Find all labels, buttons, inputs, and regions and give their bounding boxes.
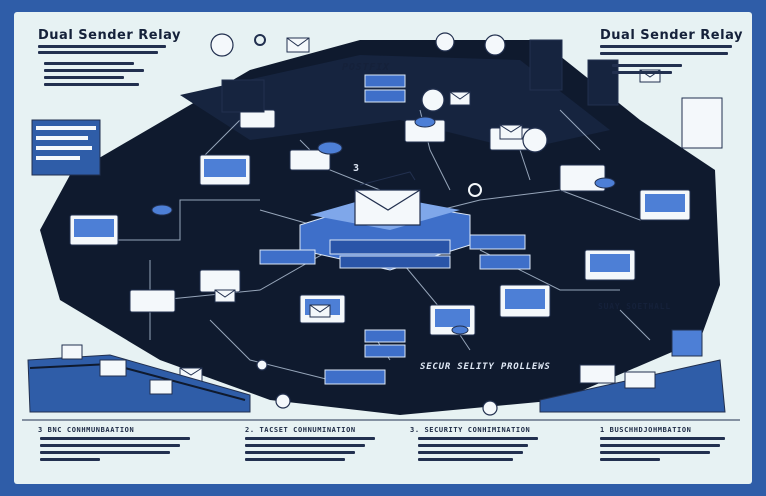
bottom-platforms — [27, 329, 726, 413]
section2-heading: 2. TACSET COHNUMINATION — [245, 426, 356, 434]
cylinder-icons — [151, 116, 616, 335]
gear-icons — [254, 34, 482, 197]
section1-heading: 3 BNC CONHMUNBAATION — [38, 426, 135, 434]
section4-heading: 1 BUSCHHDJOHMBATION — [600, 426, 692, 434]
title-left: Dual Sender Relay — [38, 28, 181, 43]
title-right: Dual Sender Relay — [600, 28, 743, 43]
step-numeral: 3 — [353, 163, 360, 174]
at-icons — [256, 359, 498, 416]
gauge-icons — [210, 32, 548, 153]
section3-heading: 3. SECURITY CONHIMINATION — [410, 426, 531, 434]
security-protocols-label: SECUR SELITY PROLLEWS — [420, 362, 551, 372]
sender-label-bottom-right: SUAY SOETHALL — [598, 302, 672, 311]
postfix-label: POSTFIX — [342, 62, 390, 73]
side-panels — [31, 39, 723, 176]
central-server-stack — [259, 74, 531, 385]
central-envelope — [354, 171, 421, 226]
device-screens — [74, 159, 685, 327]
